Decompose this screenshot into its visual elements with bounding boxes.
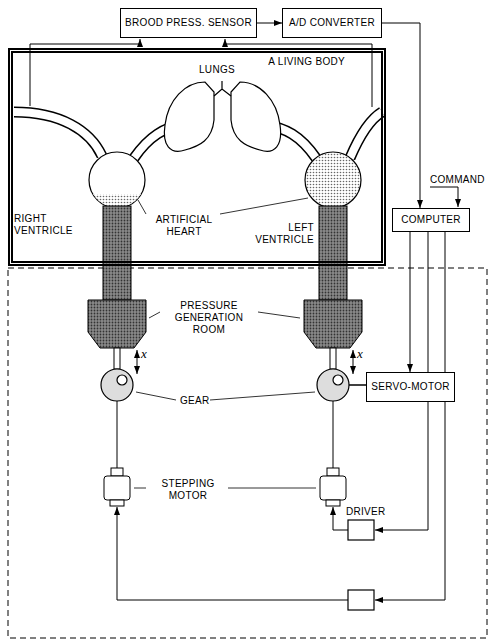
leader-line: [258, 312, 300, 318]
box-label: A/D CONVERTER: [289, 17, 375, 29]
ventricle: [89, 152, 145, 208]
box-label: BROOD PRESS. SENSOR: [125, 17, 252, 29]
gear: [317, 369, 349, 401]
servo-shaft: [349, 384, 366, 386]
axis-label: x: [357, 346, 363, 362]
part-label: LEFT VENTRICLE: [240, 222, 314, 246]
leader-line: [136, 392, 176, 400]
motion-arrow: [353, 350, 354, 374]
leader-line: [134, 198, 316, 488]
gear: [333, 375, 343, 385]
machine-region: [8, 268, 487, 638]
part-label: DRIVER: [346, 506, 386, 518]
blood-vessel: [14, 112, 102, 156]
stepping-motor: [320, 476, 346, 500]
leader-line: [138, 200, 146, 214]
signal-wire: [375, 232, 445, 600]
driver-box: [348, 520, 374, 540]
blood-vessel: [350, 112, 382, 158]
signal-label: COMMAND: [430, 174, 485, 186]
part-label: PRESSURE GENERATION ROOM: [160, 300, 258, 336]
rod: [114, 348, 120, 369]
signal-wire: [117, 187, 458, 600]
rod: [333, 401, 334, 468]
lungs-drawing: [164, 82, 214, 151]
gear: [101, 369, 349, 401]
leader-line: [134, 488, 146, 489]
drive-tube: [103, 206, 347, 300]
computer-box: COMPUTER: [392, 208, 470, 232]
leader-line: [149, 312, 160, 318]
rod: [114, 348, 336, 468]
stepping-motor: [327, 468, 339, 476]
servo-motor-box: SERVO-MOTOR: [366, 372, 455, 402]
rod: [330, 348, 336, 369]
motion-arrow: [137, 350, 138, 374]
signal-arrow: [410, 232, 411, 372]
organ-label: LUNGS: [199, 64, 235, 76]
signal-wire: [430, 187, 458, 207]
leader-line: [228, 488, 316, 489]
blood-vessel: [14, 112, 102, 156]
converter-box: A/D CONVERTER: [282, 8, 382, 38]
part-label: GEAR: [180, 395, 210, 407]
signal-wire: [333, 507, 348, 530]
drive-tube: [103, 206, 131, 300]
lungs-drawing: [214, 81, 231, 96]
rod: [117, 401, 118, 468]
leader-line: [220, 198, 308, 214]
axis-label: x: [141, 346, 147, 362]
ventricle: [89, 152, 361, 208]
blood-vessel: [350, 112, 382, 158]
ventricle: [305, 152, 361, 208]
stepping-motor: [326, 500, 340, 506]
box-label: COMPUTER: [401, 214, 461, 226]
gear: [101, 369, 133, 401]
signal-wire: [117, 507, 348, 600]
lungs-drawing: [164, 81, 280, 151]
lungs-drawing: [231, 82, 281, 151]
pressure-room: [304, 300, 362, 348]
box-label: A LIVING BODY: [266, 56, 347, 68]
pressure-room: [88, 300, 146, 348]
stepping-motor: [104, 468, 346, 506]
pressure-room: [88, 300, 362, 348]
driver-box: [348, 520, 374, 610]
driver-box: [348, 590, 374, 610]
signal-arrow: [257, 23, 282, 24]
signal-arrow: [382, 23, 420, 208]
stepping-motor: [111, 468, 123, 476]
leader-line: [210, 392, 315, 400]
gear: [117, 375, 127, 385]
sensor-box: BROOD PRESS. SENSOR: [120, 8, 257, 38]
drive-tube: [319, 206, 347, 300]
part-label: ARTIFICIAL HEART: [148, 214, 220, 238]
stepping-motor: [110, 500, 124, 506]
box-label: SERVO-MOTOR: [371, 381, 450, 393]
part-label: STEPPING MOTOR: [148, 478, 228, 502]
motion-arrow: [137, 350, 353, 374]
part-label: RIGHT VENTRICLE: [14, 213, 92, 237]
stepping-motor: [104, 476, 130, 500]
